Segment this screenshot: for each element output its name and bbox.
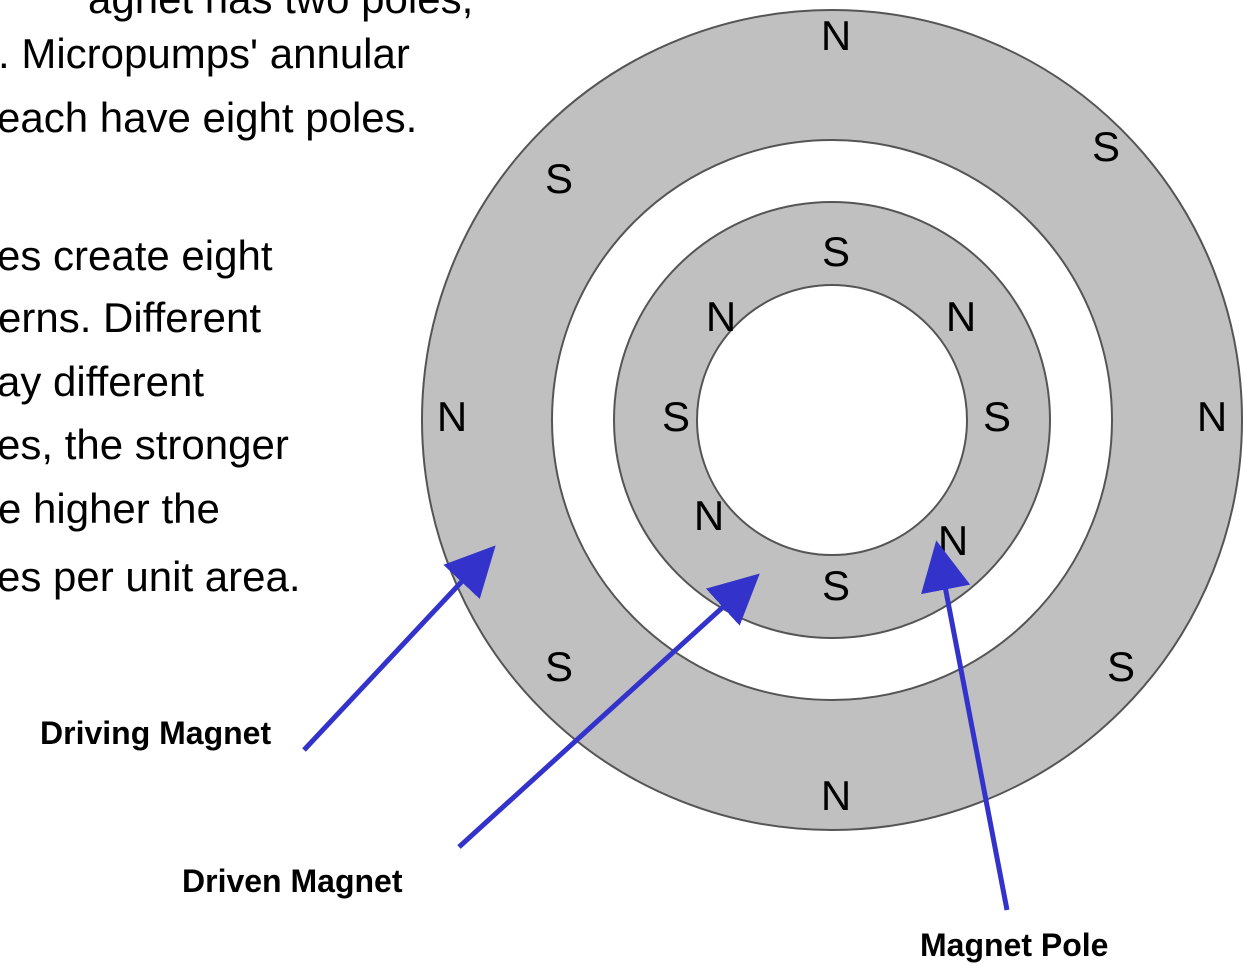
inner-pole-label: N <box>938 517 968 564</box>
text-line: . Micropumps' annular <box>0 30 410 77</box>
driving-magnet-label: Driving Magnet <box>40 715 271 751</box>
outer-pole-label: S <box>1092 123 1120 170</box>
text-line: erns. Different <box>0 294 262 341</box>
text-line: ay different <box>0 358 205 405</box>
outer-pole-label: S <box>545 643 573 690</box>
text-line: each have eight poles. <box>0 94 418 141</box>
inner-pole-label: N <box>946 293 976 340</box>
driven-magnet-bore <box>696 284 968 556</box>
magnet-pole-label: Magnet Pole <box>920 927 1108 963</box>
inner-pole-label: N <box>694 492 724 539</box>
outer-pole-label: N <box>1197 393 1227 440</box>
outer-pole-label: S <box>545 155 573 202</box>
text-line: e higher the <box>0 485 220 532</box>
driven-magnet-label: Driven Magnet <box>182 863 403 899</box>
inner-pole-label: N <box>706 293 736 340</box>
inner-pole-label: S <box>662 393 690 440</box>
outer-pole-label: N <box>437 393 467 440</box>
text-line: es per unit area. <box>0 553 301 600</box>
outer-pole-label: N <box>821 12 851 59</box>
inner-pole-label: S <box>822 562 850 609</box>
outer-pole-label: S <box>1107 643 1135 690</box>
text-line: agnet has two poles, <box>88 0 473 20</box>
magnet-pole-arrow <box>921 540 1010 911</box>
outer-pole-label: N <box>821 772 851 819</box>
inner-pole-label: S <box>822 228 850 275</box>
inner-pole-label: S <box>983 393 1011 440</box>
driving-magnet-arrow <box>302 545 496 752</box>
text-line: es create eight <box>0 232 273 279</box>
driven-magnet-arrow <box>457 573 760 849</box>
text-line: es, the stronger <box>0 421 289 468</box>
